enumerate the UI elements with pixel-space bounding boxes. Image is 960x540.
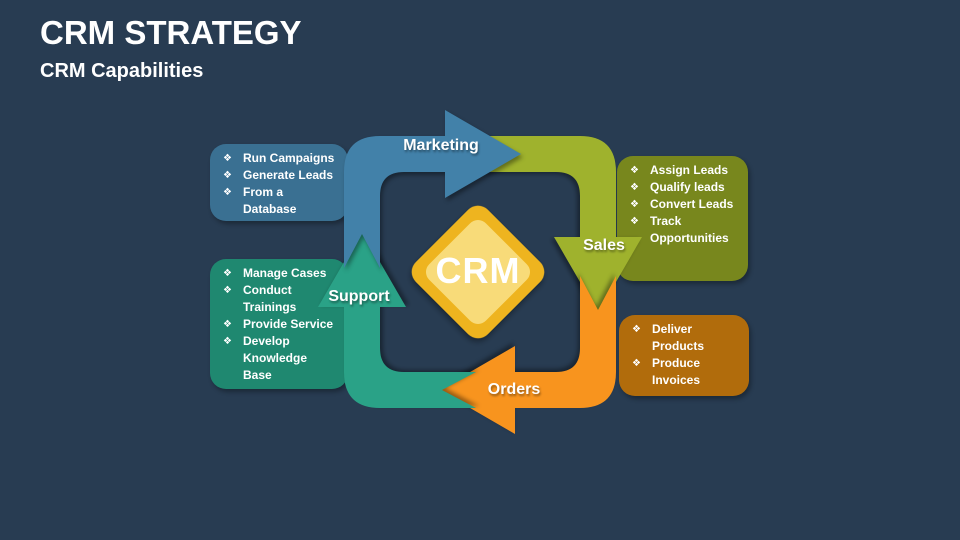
orders-info-box: ❖Deliver Products ❖Produce Invoices	[619, 315, 749, 396]
list-item: ❖Generate Leads	[223, 168, 334, 182]
diamond-bullet-icon: ❖	[630, 182, 639, 193]
list-item: ❖Run Campaigns	[223, 151, 335, 165]
support-info-box: ❖Manage Cases ❖Conduct Trainings ❖Provid…	[210, 259, 348, 389]
sales-arrow	[484, 136, 642, 313]
diamond-bullet-icon: ❖	[630, 165, 639, 176]
page-title: CRM STRATEGY	[40, 14, 302, 51]
list-item: ❖Conduct Trainings	[223, 283, 297, 314]
page-subtitle: CRM Capabilities	[40, 60, 204, 82]
list-item: ❖Track Opportunities	[630, 214, 729, 245]
marketing-bullet-list: ❖Run Campaigns ❖Generate Leads ❖From a D…	[210, 144, 348, 224]
list-item: ❖Provide Service	[223, 317, 334, 331]
diamond-bullet-icon: ❖	[223, 319, 232, 330]
sales-bullet-list: ❖Assign Leads ❖Qualify leads ❖Convert Le…	[617, 156, 748, 253]
list-item: ❖Assign Leads	[630, 163, 729, 177]
sales-info-box: ❖Assign Leads ❖Qualify leads ❖Convert Le…	[617, 156, 748, 281]
list-item: ❖Manage Cases	[223, 266, 327, 280]
list-item: ❖Qualify leads	[630, 180, 725, 194]
marketing-arrow-label: Marketing	[403, 137, 479, 154]
crm-center-label: CRM	[435, 250, 521, 291]
sales-arrow-label: Sales	[583, 237, 625, 254]
list-item: ❖Produce Invoices	[632, 356, 701, 387]
list-item: ❖Deliver Products	[632, 322, 705, 353]
list-item: ❖Develop Knowledge Base	[223, 334, 308, 382]
marketing-arrow	[344, 110, 521, 268]
diamond-bullet-icon: ❖	[630, 216, 639, 227]
diamond-bullet-icon: ❖	[223, 170, 232, 181]
orders-arrow-label: Orders	[487, 381, 541, 398]
diamond-bullet-icon: ❖	[630, 199, 639, 210]
diamond-bullet-icon: ❖	[632, 324, 641, 335]
marketing-info-box: ❖Run Campaigns ❖Generate Leads ❖From a D…	[210, 144, 348, 221]
diamond-bullet-icon: ❖	[223, 336, 232, 347]
diamond-bullet-icon: ❖	[632, 358, 641, 369]
list-item: ❖From a Database	[223, 185, 297, 216]
list-item: ❖Convert Leads	[630, 197, 734, 211]
orders-bullet-list: ❖Deliver Products ❖Produce Invoices	[619, 315, 749, 395]
support-arrow-label: Support	[328, 288, 390, 305]
support-arrow	[318, 231, 476, 408]
diamond-bullet-icon: ❖	[223, 268, 232, 279]
diamond-bullet-icon: ❖	[223, 285, 232, 296]
crm-diamond-inner	[425, 219, 531, 325]
orders-arrow	[439, 276, 616, 434]
diamond-bullet-icon: ❖	[223, 153, 232, 164]
diamond-bullet-icon: ❖	[223, 187, 232, 198]
support-bullet-list: ❖Manage Cases ❖Conduct Trainings ❖Provid…	[210, 259, 348, 390]
